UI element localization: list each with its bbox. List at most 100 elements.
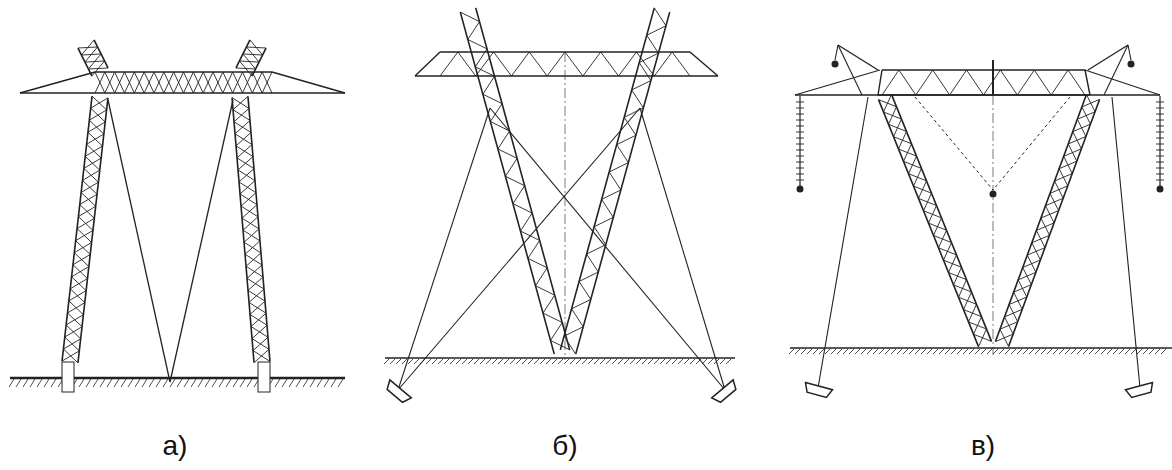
ground-hatch bbox=[708, 359, 713, 364]
ground-hatch bbox=[690, 359, 695, 364]
ground-hatch bbox=[885, 349, 890, 354]
ground-hatch bbox=[546, 359, 551, 364]
guy-wire bbox=[490, 108, 725, 390]
ground-hatch bbox=[163, 379, 168, 387]
ground-hatch bbox=[636, 359, 641, 364]
ground-hatch bbox=[79, 379, 84, 387]
insulator-disc bbox=[796, 144, 804, 145]
ground-hatch bbox=[1131, 349, 1136, 354]
ground-hatch bbox=[289, 379, 294, 387]
structure-line bbox=[415, 52, 440, 76]
ground-hatch bbox=[576, 359, 581, 364]
lattice-bracing bbox=[63, 98, 108, 363]
ground-hatch bbox=[837, 349, 842, 354]
ground-hatch bbox=[939, 349, 944, 354]
ground-hatch bbox=[219, 379, 224, 387]
ground-hatch bbox=[1083, 349, 1088, 354]
anchor-plate bbox=[712, 380, 739, 405]
ground-hatch bbox=[121, 379, 126, 387]
ground-hatch bbox=[903, 349, 908, 354]
insulator-disc bbox=[796, 156, 804, 157]
ground-hatch bbox=[642, 359, 647, 364]
v-insulator bbox=[915, 97, 993, 190]
ground-hatch bbox=[408, 359, 413, 364]
ground-hatch bbox=[1155, 349, 1160, 354]
ground-hatch bbox=[1041, 349, 1046, 354]
earthwire bbox=[1128, 61, 1135, 68]
lattice-bracing bbox=[81, 40, 108, 69]
lattice-bracing bbox=[62, 96, 107, 361]
ground-hatch bbox=[1059, 349, 1064, 354]
ground-hatch bbox=[16, 379, 21, 387]
ground-hatch bbox=[648, 359, 653, 364]
ground-hatch bbox=[516, 359, 521, 364]
ground-hatch bbox=[23, 379, 28, 387]
ground-hatch bbox=[1005, 349, 1010, 354]
ground-hatch bbox=[1149, 349, 1154, 354]
ground-hatch bbox=[450, 359, 455, 364]
ground-hatch bbox=[396, 359, 401, 364]
ground-hatch bbox=[588, 359, 593, 364]
lattice-bracing bbox=[564, 8, 666, 354]
ground-hatch bbox=[1101, 349, 1106, 354]
ground-hatch bbox=[1125, 349, 1130, 354]
ground-hatch bbox=[474, 359, 479, 364]
ground-hatch bbox=[831, 349, 836, 354]
ground-hatch bbox=[456, 359, 461, 364]
ground-hatch bbox=[1065, 349, 1070, 354]
ground-hatch bbox=[594, 359, 599, 364]
ground-hatch bbox=[666, 359, 671, 364]
ground-hatch bbox=[933, 349, 938, 354]
ground-hatch bbox=[927, 349, 932, 354]
ground-hatch bbox=[317, 379, 322, 387]
guy-wire bbox=[1112, 97, 1140, 388]
ground-hatch bbox=[987, 349, 992, 354]
anchor-plate bbox=[384, 380, 411, 405]
structure-line bbox=[1085, 70, 1160, 95]
insulator-disc bbox=[1156, 162, 1164, 163]
ground-hatch bbox=[142, 379, 147, 387]
ground-hatch bbox=[819, 349, 824, 354]
ground-hatch bbox=[486, 359, 491, 364]
ground-hatch bbox=[672, 359, 677, 364]
insulator-disc bbox=[796, 114, 804, 115]
foundation bbox=[258, 362, 270, 392]
ground-hatch bbox=[945, 349, 950, 354]
ground-hatch bbox=[247, 379, 252, 387]
insulator-disc bbox=[796, 132, 804, 133]
conductor bbox=[1157, 186, 1164, 193]
ground-hatch bbox=[855, 349, 860, 354]
ground-hatch bbox=[993, 349, 998, 354]
ground-hatch bbox=[1011, 349, 1016, 354]
ground-hatch bbox=[1143, 349, 1148, 354]
ground-hatch bbox=[1077, 349, 1082, 354]
ground-hatch bbox=[438, 359, 443, 364]
ground-hatch bbox=[1095, 349, 1100, 354]
ground-hatch bbox=[522, 359, 527, 364]
anchor-plate bbox=[803, 383, 832, 399]
lattice-bracing bbox=[239, 47, 266, 76]
crossarm bbox=[795, 94, 1160, 96]
ground-hatch bbox=[660, 359, 665, 364]
insulator-disc bbox=[796, 180, 804, 181]
ground-line bbox=[10, 377, 345, 380]
structure-line bbox=[476, 8, 570, 350]
structure-line bbox=[835, 45, 838, 60]
ground-hatch bbox=[498, 359, 503, 364]
insulator-disc bbox=[796, 168, 804, 169]
lattice-bracing bbox=[232, 98, 269, 363]
ground-hatch bbox=[867, 349, 872, 354]
ground-hatch bbox=[1053, 349, 1058, 354]
ground-hatch bbox=[480, 359, 485, 364]
ground-hatch bbox=[678, 359, 683, 364]
insulator-disc bbox=[796, 174, 804, 175]
ground-hatch bbox=[1161, 349, 1166, 354]
insulator-string bbox=[799, 96, 800, 186]
insulator-disc bbox=[1156, 102, 1164, 103]
conductor bbox=[797, 186, 804, 193]
ground-hatch bbox=[582, 359, 587, 364]
lattice-bracing bbox=[884, 94, 992, 341]
ground-hatch bbox=[813, 349, 818, 354]
ground-hatch bbox=[128, 379, 133, 387]
ground-hatch bbox=[789, 349, 794, 354]
